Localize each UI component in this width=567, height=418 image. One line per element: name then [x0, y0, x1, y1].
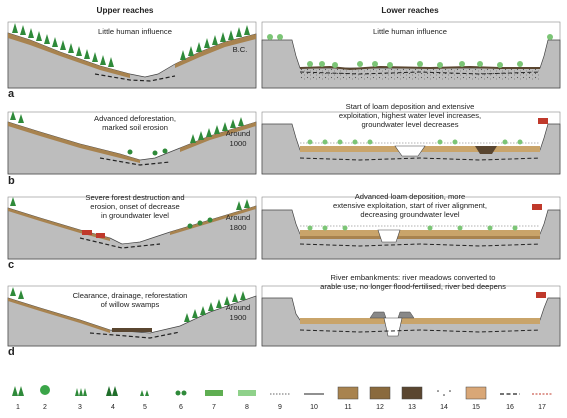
upper-reaches-header: Upper reaches [96, 6, 154, 15]
legend-number-15: 15 [472, 404, 480, 411]
meadow-b-lower [307, 139, 523, 145]
legend-number-5: 5 [143, 404, 147, 411]
legend-number-17: 17 [538, 404, 546, 411]
legend-number-12: 12 [376, 404, 384, 411]
legend-number-2: 2 [43, 404, 47, 411]
panel-b-lower [261, 111, 561, 175]
meadow-a-lower [267, 34, 553, 68]
caption-d-lower: River embankments: river meadows convert… [320, 273, 506, 291]
legend-number-13: 13 [408, 404, 416, 411]
legend-number-14: 14 [440, 404, 448, 411]
panel-b-upper [7, 111, 257, 175]
lower-reaches-header: Lower reaches [381, 6, 439, 15]
panel-a-upper [7, 21, 257, 89]
panel-letter-c: c [8, 259, 15, 271]
legend-number-8: 8 [245, 404, 249, 411]
legend-number-4: 4 [111, 404, 115, 411]
legend-number-6: 6 [179, 404, 183, 411]
legend-number-16: 16 [506, 404, 514, 411]
trees-a-upper [12, 23, 250, 67]
legend-number-3: 3 [78, 404, 82, 411]
panel-letter-d: d [8, 346, 15, 358]
panel-a-lower [261, 21, 561, 89]
caption-a-upper: Little human influence [98, 27, 172, 36]
meadow-c-lower [307, 225, 518, 231]
panel-d-upper [7, 285, 257, 347]
era-a: B.C. [232, 45, 248, 54]
legend-number-7: 7 [212, 404, 216, 411]
caption-a-lower: Little human influence [373, 27, 447, 36]
panel-c-lower [261, 196, 561, 260]
legend-number-10: 10 [310, 404, 318, 411]
panel-letter-b: b [8, 175, 15, 187]
caption-b-upper: Advanced deforestation,marked soil erosi… [94, 114, 176, 132]
legend-number-1: 1 [16, 404, 20, 411]
panel-letter-a: a [8, 88, 15, 100]
legend-symbols [12, 385, 552, 400]
panel-d-lower [261, 285, 561, 347]
legend-number-9: 9 [278, 404, 282, 411]
trees-c-upper [10, 197, 250, 229]
trees-d-upper [10, 287, 246, 322]
legend-number-11: 11 [344, 404, 352, 411]
trees-b-upper [10, 111, 244, 156]
